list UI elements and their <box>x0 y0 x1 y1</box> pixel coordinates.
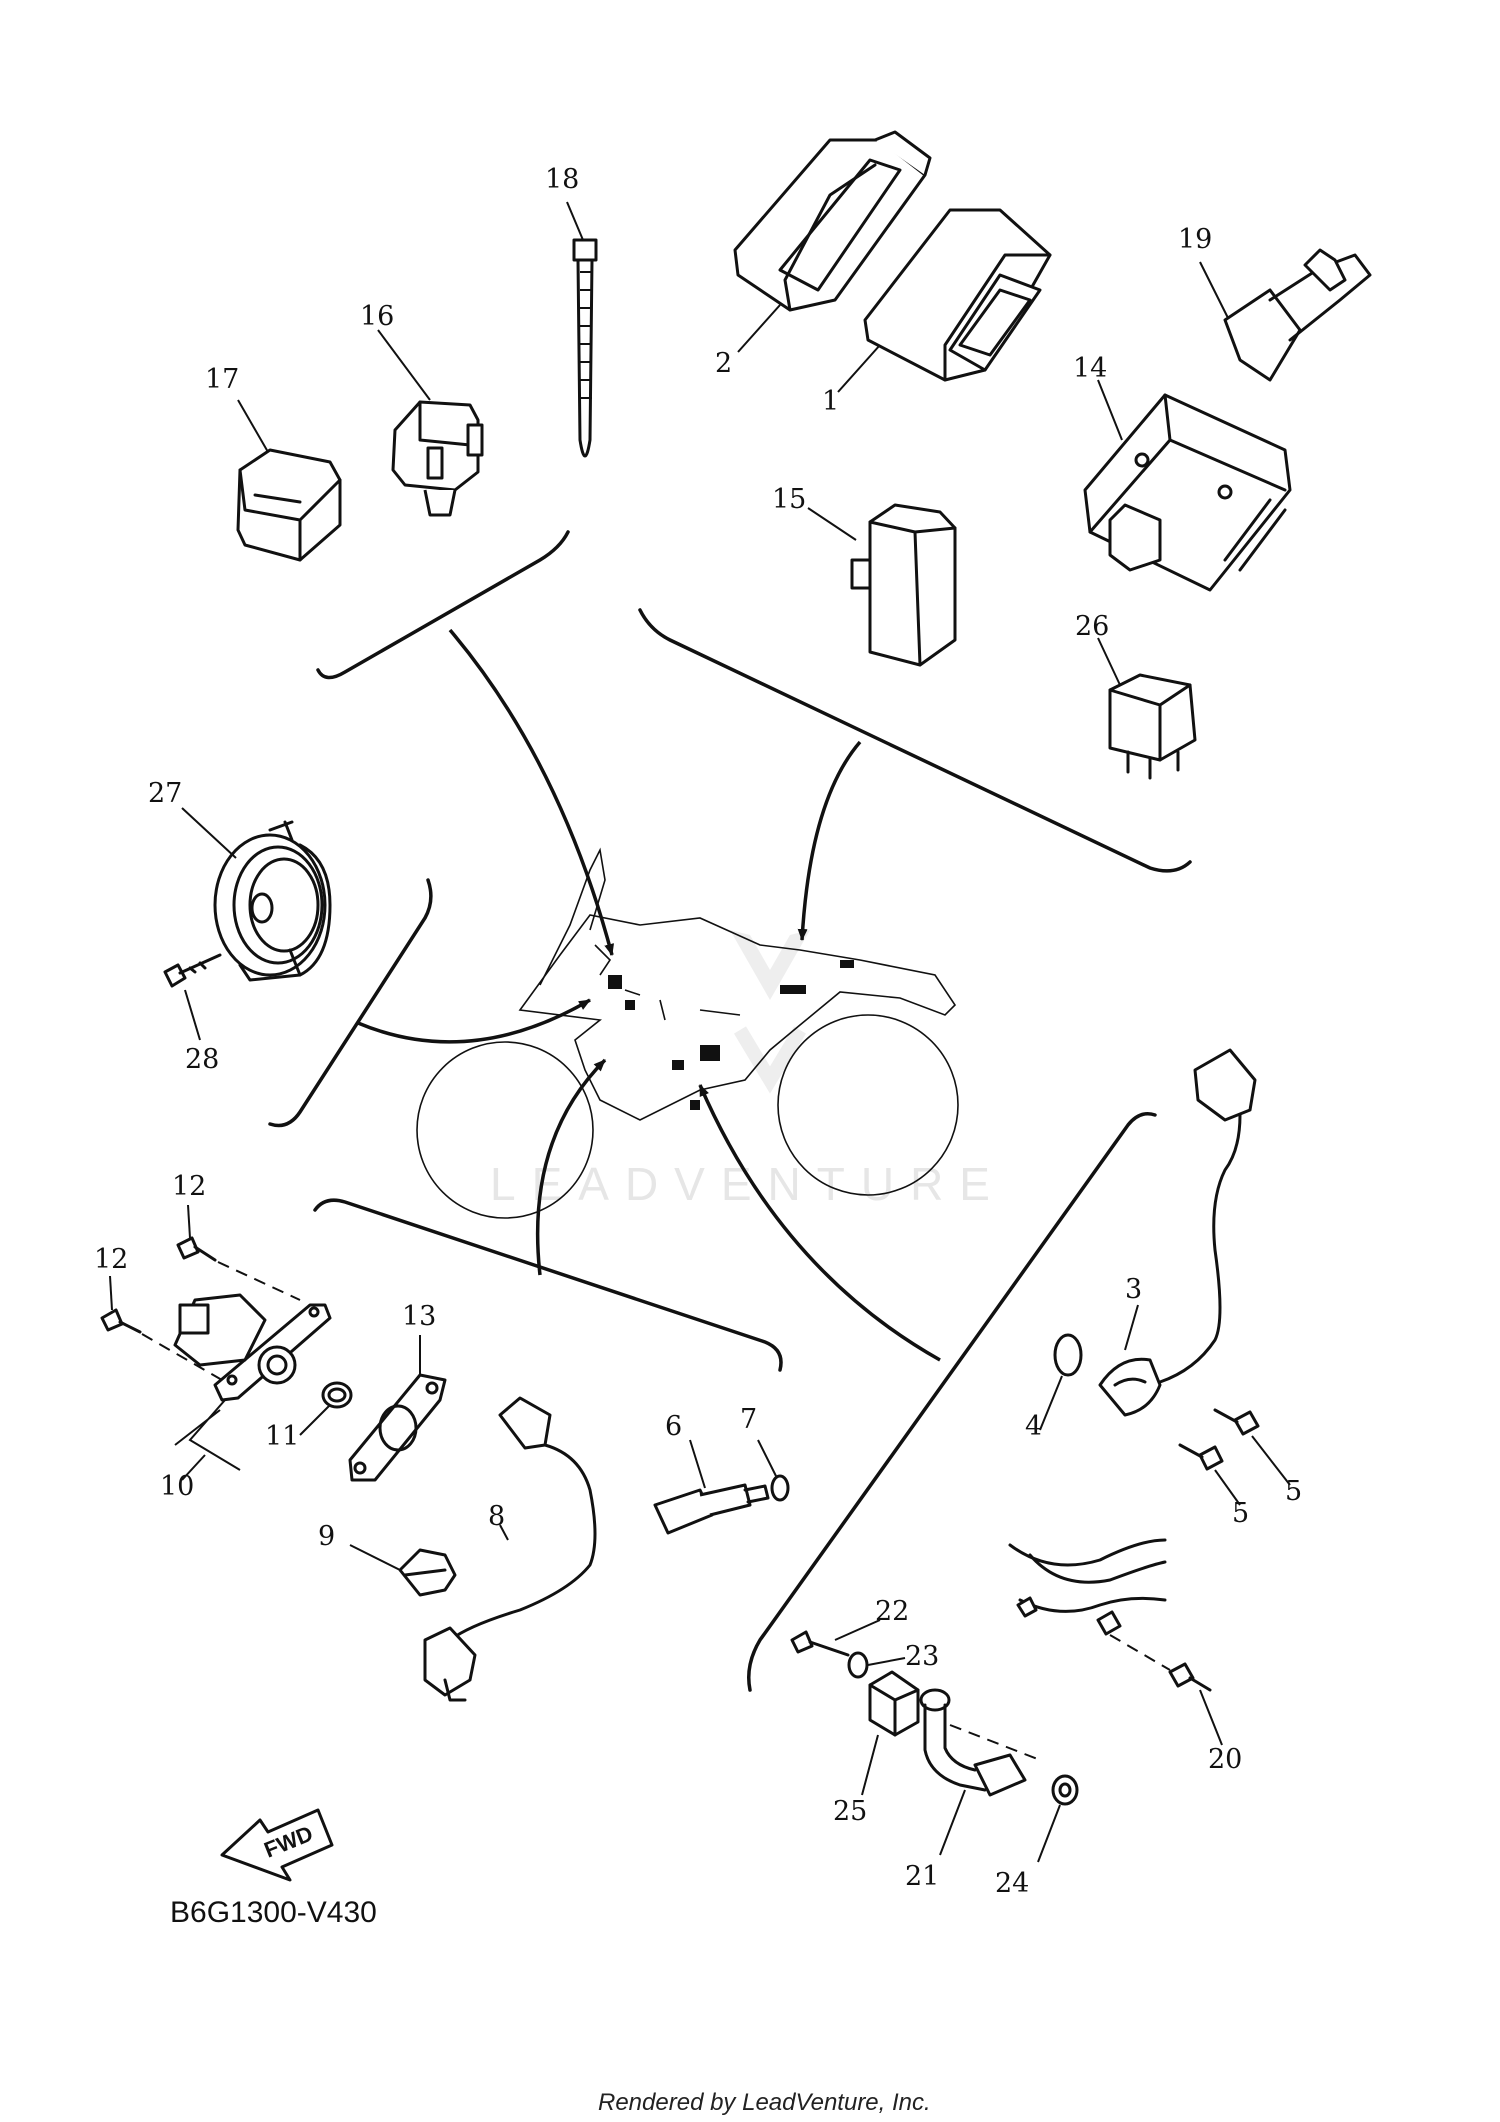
part-sensor-lead <box>423 1396 597 1702</box>
callout-21: 21 <box>905 1861 939 1892</box>
callout-6: 6 <box>665 1411 682 1442</box>
part-valve-assembly <box>173 1293 332 1481</box>
part-flasher-relay <box>1097 637 1197 780</box>
part-bolt-22 <box>790 1619 881 1657</box>
callout-19: 19 <box>1178 224 1212 255</box>
part-connector <box>1199 248 1372 382</box>
part-bolt-5b <box>1178 1443 1241 1506</box>
part-washer-23 <box>847 1651 906 1679</box>
callout-18: 18 <box>545 164 579 195</box>
callout-2: 2 <box>715 348 732 379</box>
callout-24: 24 <box>995 1868 1029 1899</box>
callout-10: 10 <box>160 1471 194 1502</box>
diagram-code: B6G1300-V430 <box>170 1896 377 1929</box>
part-screw-12a <box>176 1204 301 1301</box>
callout-28: 28 <box>185 1044 219 1075</box>
callout-5-right: 5 <box>1285 1476 1302 1507</box>
watermark-text: LEADVENTURE <box>490 1158 1006 1210</box>
part-damper-block <box>861 1670 920 1796</box>
part-nut <box>1037 1774 1079 1863</box>
part-hose-sensor <box>919 1688 1041 1856</box>
part-relay-bracket <box>377 329 484 517</box>
callout-12-top: 12 <box>172 1171 206 1202</box>
part-relay <box>236 399 342 562</box>
callout-5-left: 5 <box>1232 1498 1249 1529</box>
callout-14: 14 <box>1073 353 1107 384</box>
callout-16: 16 <box>360 301 394 332</box>
callout-17: 17 <box>205 364 239 395</box>
watermark: LEADVENTURE <box>490 930 1006 1210</box>
part-rectifier <box>1083 379 1292 592</box>
callout-26: 26 <box>1075 611 1109 642</box>
callout-11: 11 <box>265 1421 299 1452</box>
part-screw-12b <box>100 1275 223 1381</box>
callout-7: 7 <box>740 1404 757 1435</box>
part-horn <box>181 807 332 982</box>
callout-15: 15 <box>772 484 806 515</box>
callout-3: 3 <box>1125 1274 1142 1305</box>
part-o-ring <box>299 1381 353 1436</box>
fwd-arrow: FWD <box>220 1808 334 1882</box>
rendered-by: Rendered by LeadVenture, Inc. <box>598 2089 931 2116</box>
part-clamp <box>349 1544 457 1597</box>
part-control-unit <box>807 503 957 667</box>
callout-25: 25 <box>833 1796 867 1827</box>
part-o-ring-4 <box>1039 1333 1083 1431</box>
part-washer-7 <box>757 1439 790 1502</box>
part-speed-sensor <box>1098 1048 1257 1417</box>
part-ecu-connector <box>837 208 1052 393</box>
part-ecu <box>733 130 932 353</box>
callout-22: 22 <box>875 1596 909 1627</box>
leader-arrows <box>357 628 941 1362</box>
callout-20: 20 <box>1208 1744 1242 1775</box>
part-cable-tie <box>566 201 598 458</box>
callout-12-left: 12 <box>94 1244 128 1275</box>
callout-23: 23 <box>905 1641 939 1672</box>
callout-4: 4 <box>1025 1411 1042 1442</box>
callout-8: 8 <box>488 1501 505 1532</box>
callout-13: 13 <box>402 1301 436 1332</box>
callout-9: 9 <box>318 1521 335 1552</box>
part-bolt-28 <box>163 953 222 1041</box>
motorcycle-overview <box>416 847 959 1219</box>
callout-27: 27 <box>148 778 182 809</box>
part-harness-bracket <box>1008 1538 1223 1746</box>
part-sensor <box>653 1439 770 1535</box>
group-brackets <box>268 530 1192 1692</box>
callout-1: 1 <box>822 386 839 417</box>
part-bolt-5a <box>1213 1408 1291 1486</box>
part-gasket <box>348 1335 447 1482</box>
callout-labels: 18 19 16 17 2 1 14 15 26 27 28 12 12 13 … <box>94 164 1302 1899</box>
